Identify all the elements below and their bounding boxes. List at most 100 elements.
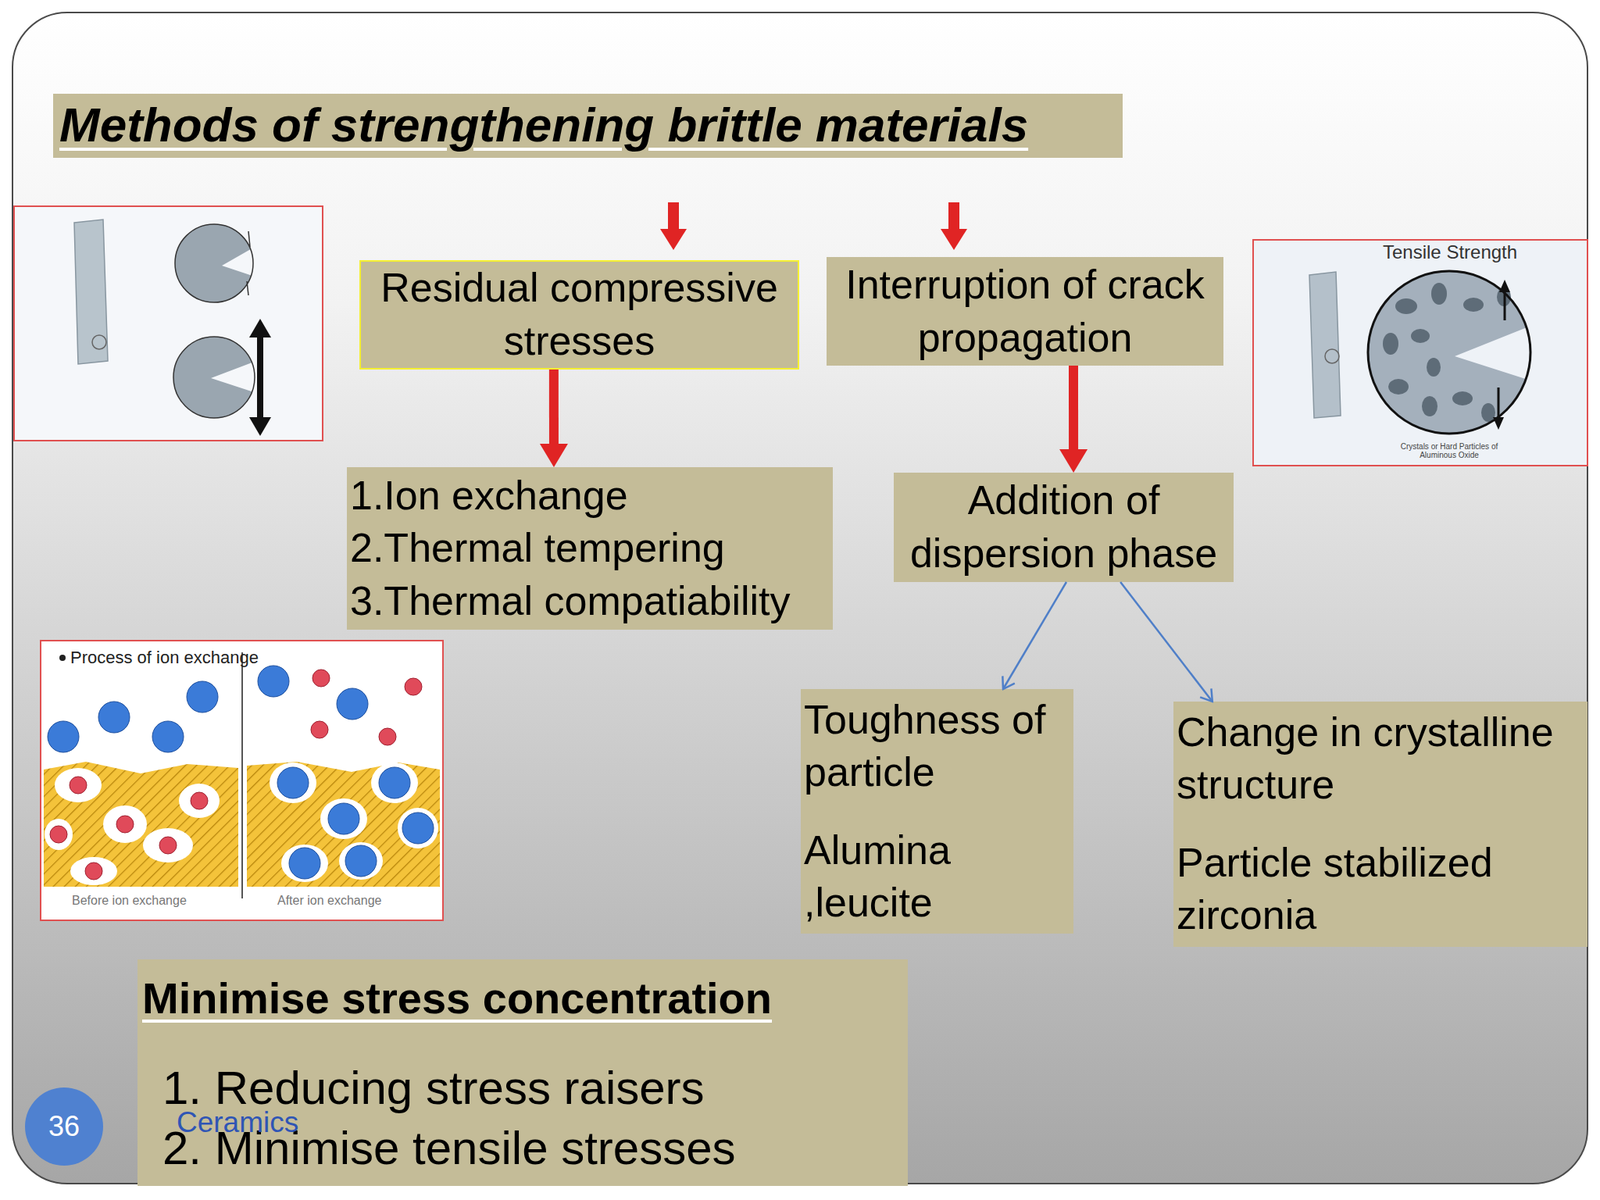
ion-exchange-illustration-part (186, 681, 218, 713)
page-number-badge (25, 1087, 104, 1166)
connector-arrow (1003, 582, 1067, 690)
dispersion-illustration-part (1454, 325, 1533, 382)
dispersion-illustration-part (1431, 282, 1447, 305)
dispersion-illustration-part (1395, 298, 1418, 315)
text-box: Interruption of crack propagation (826, 257, 1224, 366)
ion-exchange-illustration-part (98, 701, 130, 733)
page-number: 36 (25, 1109, 104, 1143)
dispersion-illustration (1253, 239, 1588, 466)
dispersion-illustration-part (1410, 328, 1430, 343)
ion-exchange-illustration-part (50, 825, 68, 843)
box-text: Interruption of crack propagation (829, 258, 1221, 365)
crack-illustration-part (221, 246, 255, 277)
ion-exchange-illustration-part (40, 640, 443, 921)
dispersion-illustration-part (1452, 391, 1473, 406)
ion-exchange-illustration-part (328, 803, 360, 835)
dispersion-illustration-part (1503, 290, 1507, 321)
crack-illustration-part (14, 206, 323, 441)
ion-exchange-illustration-part (339, 842, 383, 880)
box-subtext: 2.Thermal tempering (350, 521, 725, 575)
ion-exchange-illustration-part (54, 767, 102, 803)
ion-exchange-illustration-part (116, 815, 134, 833)
dispersion-illustration-part (1325, 349, 1340, 364)
box-text: Minimise stress concentration (140, 970, 772, 1028)
figure-label: Process of ion exchange (70, 647, 305, 668)
figure-caption: After ion exchange (277, 892, 434, 908)
text-box: Change in crystalline structureParticle … (1173, 701, 1588, 947)
ion-exchange-illustration-part (44, 818, 73, 850)
box-text: 1.Ion exchange (350, 469, 629, 523)
ion-exchange-illustration (40, 640, 443, 921)
crack-illustration-part (248, 231, 250, 247)
dispersion-illustration-part (1481, 403, 1496, 422)
dispersion-illustration-part (1367, 271, 1531, 434)
ion-exchange-illustration-part (59, 654, 66, 661)
ion-exchange-illustration-part (336, 688, 368, 720)
dispersion-illustration-part (1309, 271, 1341, 418)
ion-exchange-illustration-part (103, 805, 147, 843)
ion-exchange-illustration-part (404, 678, 422, 696)
crack-illustration-part (175, 224, 254, 303)
crack-illustration-part (246, 281, 249, 296)
dispersion-illustration-part (1499, 279, 1511, 293)
ion-exchange-illustration-part (371, 762, 418, 804)
figure-caption: Before ion exchange (71, 892, 229, 908)
ion-exchange-illustration-part (47, 721, 79, 753)
dispersion-illustration-part (1421, 396, 1438, 417)
ion-exchange-illustration-part (178, 783, 220, 818)
figure-caption: Crystals or Hard Particles of Aluminous … (1390, 442, 1508, 460)
title-split-arrow-part (940, 228, 968, 250)
dispersion-illustration-part (1426, 357, 1441, 377)
ion-exchange-illustration-part (310, 721, 329, 739)
box-text: Addition of dispersion phase (896, 474, 1231, 580)
text-box: 1.Ion exchange2.Thermal tempering3.Therm… (346, 467, 833, 630)
connector-arrow (549, 369, 559, 444)
dispersion-illustration-part (1253, 239, 1588, 466)
box-text: Toughness of particle (803, 693, 1071, 798)
slide-title: Methods of strengthening brittle materia… (53, 93, 1123, 158)
box-subtext: 3.Thermal compatiability (350, 575, 791, 629)
ion-exchange-illustration-part (397, 807, 439, 849)
ion-exchange-illustration-part (402, 812, 434, 844)
title-split-arrow-part (667, 202, 679, 231)
connector-arrow (1120, 582, 1213, 702)
ion-exchange-illustration-part (43, 761, 239, 887)
ion-exchange-illustration-part (378, 728, 397, 746)
ion-exchange-illustration-part (345, 845, 377, 877)
dispersion-illustration-part (1492, 417, 1504, 430)
ion-exchange-illustration-part (320, 798, 368, 840)
ion-exchange-illustration-part (152, 721, 184, 753)
ion-exchange-illustration-part (289, 847, 321, 879)
crack-illustration-part (257, 334, 264, 421)
ion-exchange-illustration-part (269, 762, 317, 804)
title-split-arrow-part (948, 202, 960, 231)
box-text: Residual compressive stresses (364, 261, 795, 368)
title-split-arrow-part (660, 228, 687, 250)
connector-arrow (1068, 365, 1079, 450)
text-box: Minimise stress concentration1. Reducing… (137, 959, 908, 1186)
ion-exchange-illustration-part (312, 669, 330, 687)
text-box: Addition of dispersion phase (893, 472, 1234, 583)
ion-exchange-illustration-part (246, 761, 440, 887)
text-box: Toughness of particleAlumina ,leucite (800, 689, 1074, 934)
crack-illustration-part (249, 318, 272, 338)
crack-illustration-part (249, 417, 272, 436)
dispersion-illustration-part (1463, 297, 1484, 312)
title-split-arrow (660, 202, 968, 250)
ion-exchange-illustration-part (277, 767, 309, 799)
ion-exchange-illustration-part (69, 776, 87, 794)
ion-exchange-illustration-part (281, 844, 329, 883)
figure-label: Tensile Strength (1382, 241, 1571, 265)
crack-illustration-part (210, 360, 257, 393)
footer-text: Ceramics (176, 1105, 380, 1140)
ion-exchange-illustration-part (159, 836, 177, 854)
ion-exchange-illustration-part (378, 767, 411, 799)
ion-exchange-illustration-part (190, 792, 208, 810)
dispersion-illustration-part (1497, 387, 1500, 419)
crack-illustration-part (173, 336, 255, 418)
ion-exchange-illustration-part (85, 862, 103, 880)
crack-illustration-part (74, 219, 108, 365)
ion-exchange-illustration-part (70, 857, 118, 886)
dispersion-illustration-part (1388, 378, 1409, 395)
